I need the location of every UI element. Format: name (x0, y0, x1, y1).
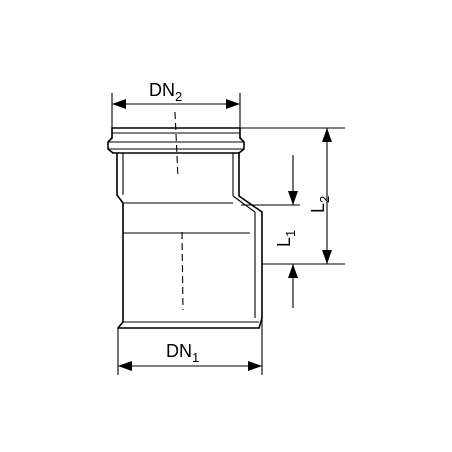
axis-upper (174, 111, 179, 179)
dimension-dn1: DN1 (117, 318, 263, 375)
dimension-lengths: L1 L2 (240, 127, 345, 308)
spigot-left (117, 321, 124, 329)
dn1-arrow-right (248, 361, 262, 371)
dn2-arrow-right (226, 99, 240, 109)
step-left (116, 194, 124, 204)
dn2-label: DN2 (149, 80, 182, 104)
l2-arrow-top (322, 128, 332, 142)
reducer-outline (107, 127, 263, 329)
center-axis (174, 111, 184, 311)
l2-arrow-bottom (322, 250, 332, 264)
l1-arrow-top (288, 191, 298, 205)
axis-lower (181, 231, 184, 311)
l1-arrow-bottom (288, 264, 298, 278)
l1-label: L1 (274, 230, 298, 247)
l2-label: L2 (308, 196, 332, 213)
dn1-label: DN1 (166, 341, 199, 365)
dn1-arrow-left (118, 361, 132, 371)
slope-outer (238, 195, 263, 213)
slope-inner (232, 195, 256, 213)
bead-left (107, 137, 114, 154)
bead-right (238, 137, 245, 154)
dimension-dn2: DN2 (111, 80, 241, 128)
dn2-arrow-left (112, 99, 126, 109)
